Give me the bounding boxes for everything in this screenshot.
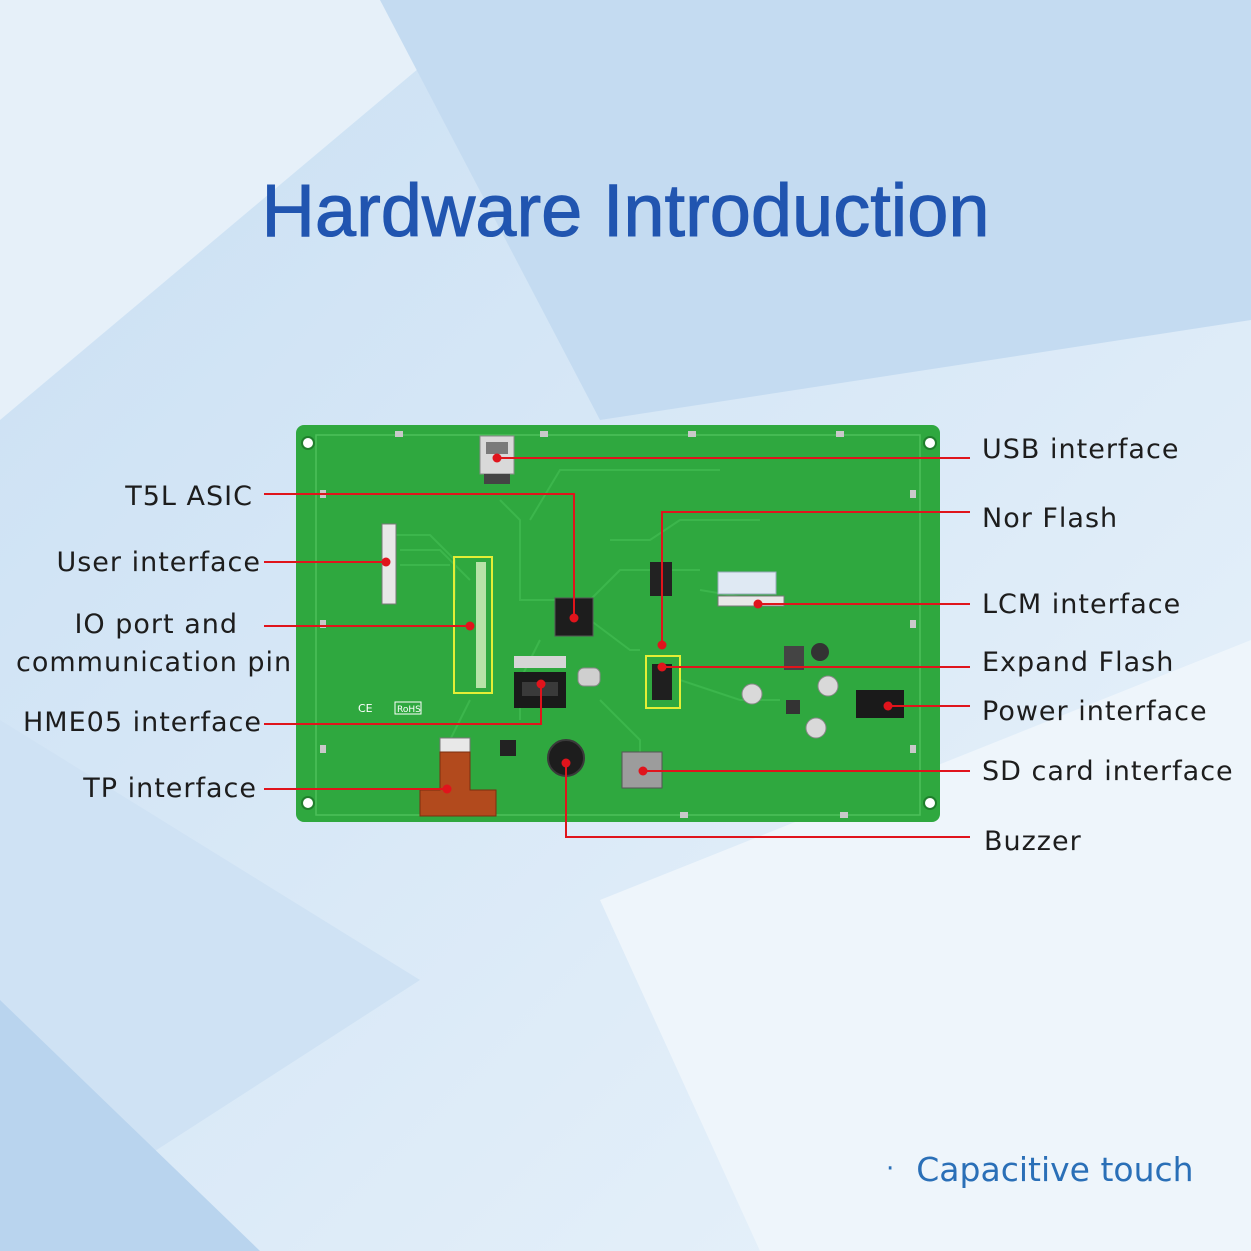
label-expand-flash: Expand Flash <box>982 647 1175 678</box>
leader-hme05 <box>264 684 542 725</box>
ce-mark: CE <box>358 702 373 715</box>
footer-feature: · Capacitive touch <box>886 1150 1194 1189</box>
mount-hole <box>301 436 315 450</box>
label-t5l-asic: T5L ASIC <box>125 481 253 512</box>
label-io-port-line2: communication pin <box>16 647 293 678</box>
mount-hole <box>923 796 937 810</box>
label-io-port-line1: IO port and <box>74 609 238 640</box>
label-power-interface: Power interface <box>982 696 1208 727</box>
label-nor-flash: Nor Flash <box>982 503 1119 534</box>
dot-lcm <box>753 599 763 609</box>
tp-connector <box>439 737 471 753</box>
dot-nor-flash <box>657 640 667 650</box>
leader-t5l <box>264 493 575 618</box>
label-sd-card-interface: SD card interface <box>982 756 1234 787</box>
dot-t5l <box>569 613 579 623</box>
label-lcm-interface: LCM interface <box>982 589 1182 620</box>
footer-text: Capacitive touch <box>916 1150 1194 1189</box>
dot-usb <box>492 453 502 463</box>
label-tp-interface: TP interface <box>83 773 257 804</box>
leader-buzzer <box>565 763 970 838</box>
rohs-mark: RoHS <box>397 705 421 715</box>
mount-hole <box>923 436 937 450</box>
power-section <box>741 643 904 739</box>
label-usb-interface: USB interface <box>982 434 1180 465</box>
label-hme05-interface: HME05 interface <box>22 707 262 738</box>
leader-nor-flash <box>661 511 970 645</box>
dot-sd-card <box>638 766 648 776</box>
bullet-icon: · <box>886 1154 895 1184</box>
usb-port <box>479 435 515 484</box>
label-buzzer: Buzzer <box>984 826 1082 857</box>
dot-user <box>381 557 391 567</box>
label-user-interface: User interface <box>56 547 261 578</box>
dot-tp <box>442 784 452 794</box>
expand-flash <box>645 655 681 709</box>
dot-power <box>883 701 893 711</box>
pcb-body <box>296 425 940 822</box>
dot-hme05 <box>536 679 546 689</box>
page-title: Hardware Introduction <box>261 169 990 253</box>
dot-expand-flash <box>657 662 667 672</box>
dot-io <box>465 621 475 631</box>
mount-hole <box>301 796 315 810</box>
dot-buzzer <box>561 758 571 768</box>
lcm-connector <box>717 571 785 607</box>
